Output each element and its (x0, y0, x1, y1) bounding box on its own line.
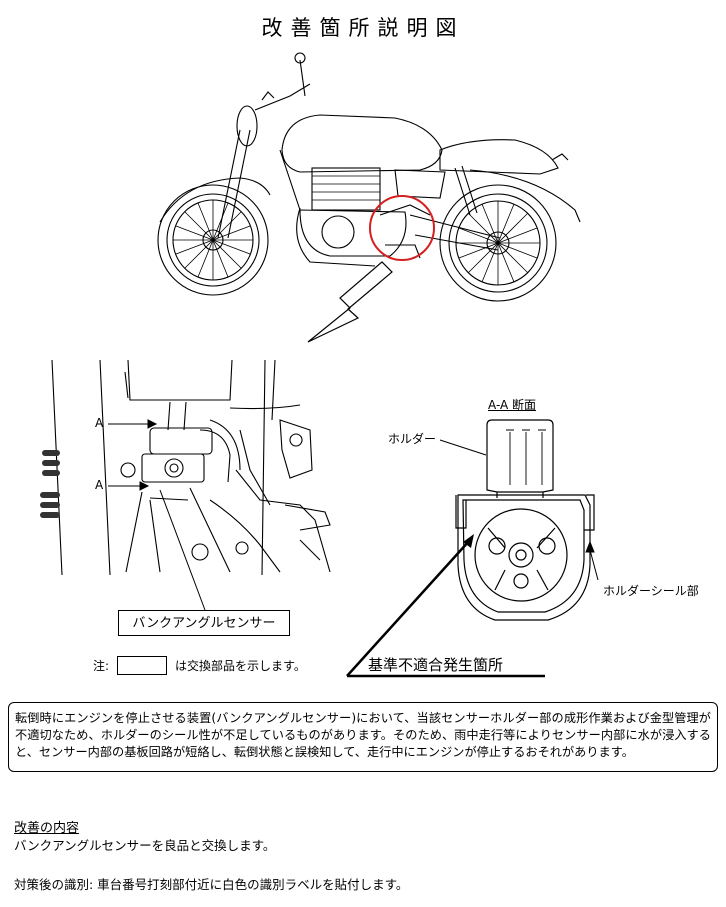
note-text: は交換部品を示します。 (175, 659, 306, 673)
replacement-part-swatch (117, 656, 168, 675)
section-a-bottom-label: A (95, 478, 104, 492)
identification-text: 対策後の識別: 車台番号打刻部付近に白色の識別ラベルを貼付します。 (14, 877, 409, 892)
note-prefix: 注: (93, 659, 110, 673)
improvement-body: バンクアングルセンサーを良品と交換します。 (14, 838, 276, 853)
holder-seal-label: ホルダーシール部 (603, 584, 699, 598)
note-row: 注: は交換部品を示します。 (93, 656, 306, 675)
improvement-heading: 改善の内容 (14, 821, 80, 836)
bank-angle-sensor-callout: バンクアングルセンサー (118, 610, 290, 636)
fault-location-label: 基準不適合発生箇所 (368, 656, 504, 674)
section-view-title: A-A 断面 (488, 398, 537, 412)
section-a-top-label: A (95, 416, 104, 430)
description-box: 転倒時にエンジンを停止させる装置(バンクアングルセンサー)において、当該センサー… (8, 702, 718, 772)
page-title: 改善箇所説明図 (261, 16, 465, 40)
holder-label: ホルダー (388, 432, 437, 446)
